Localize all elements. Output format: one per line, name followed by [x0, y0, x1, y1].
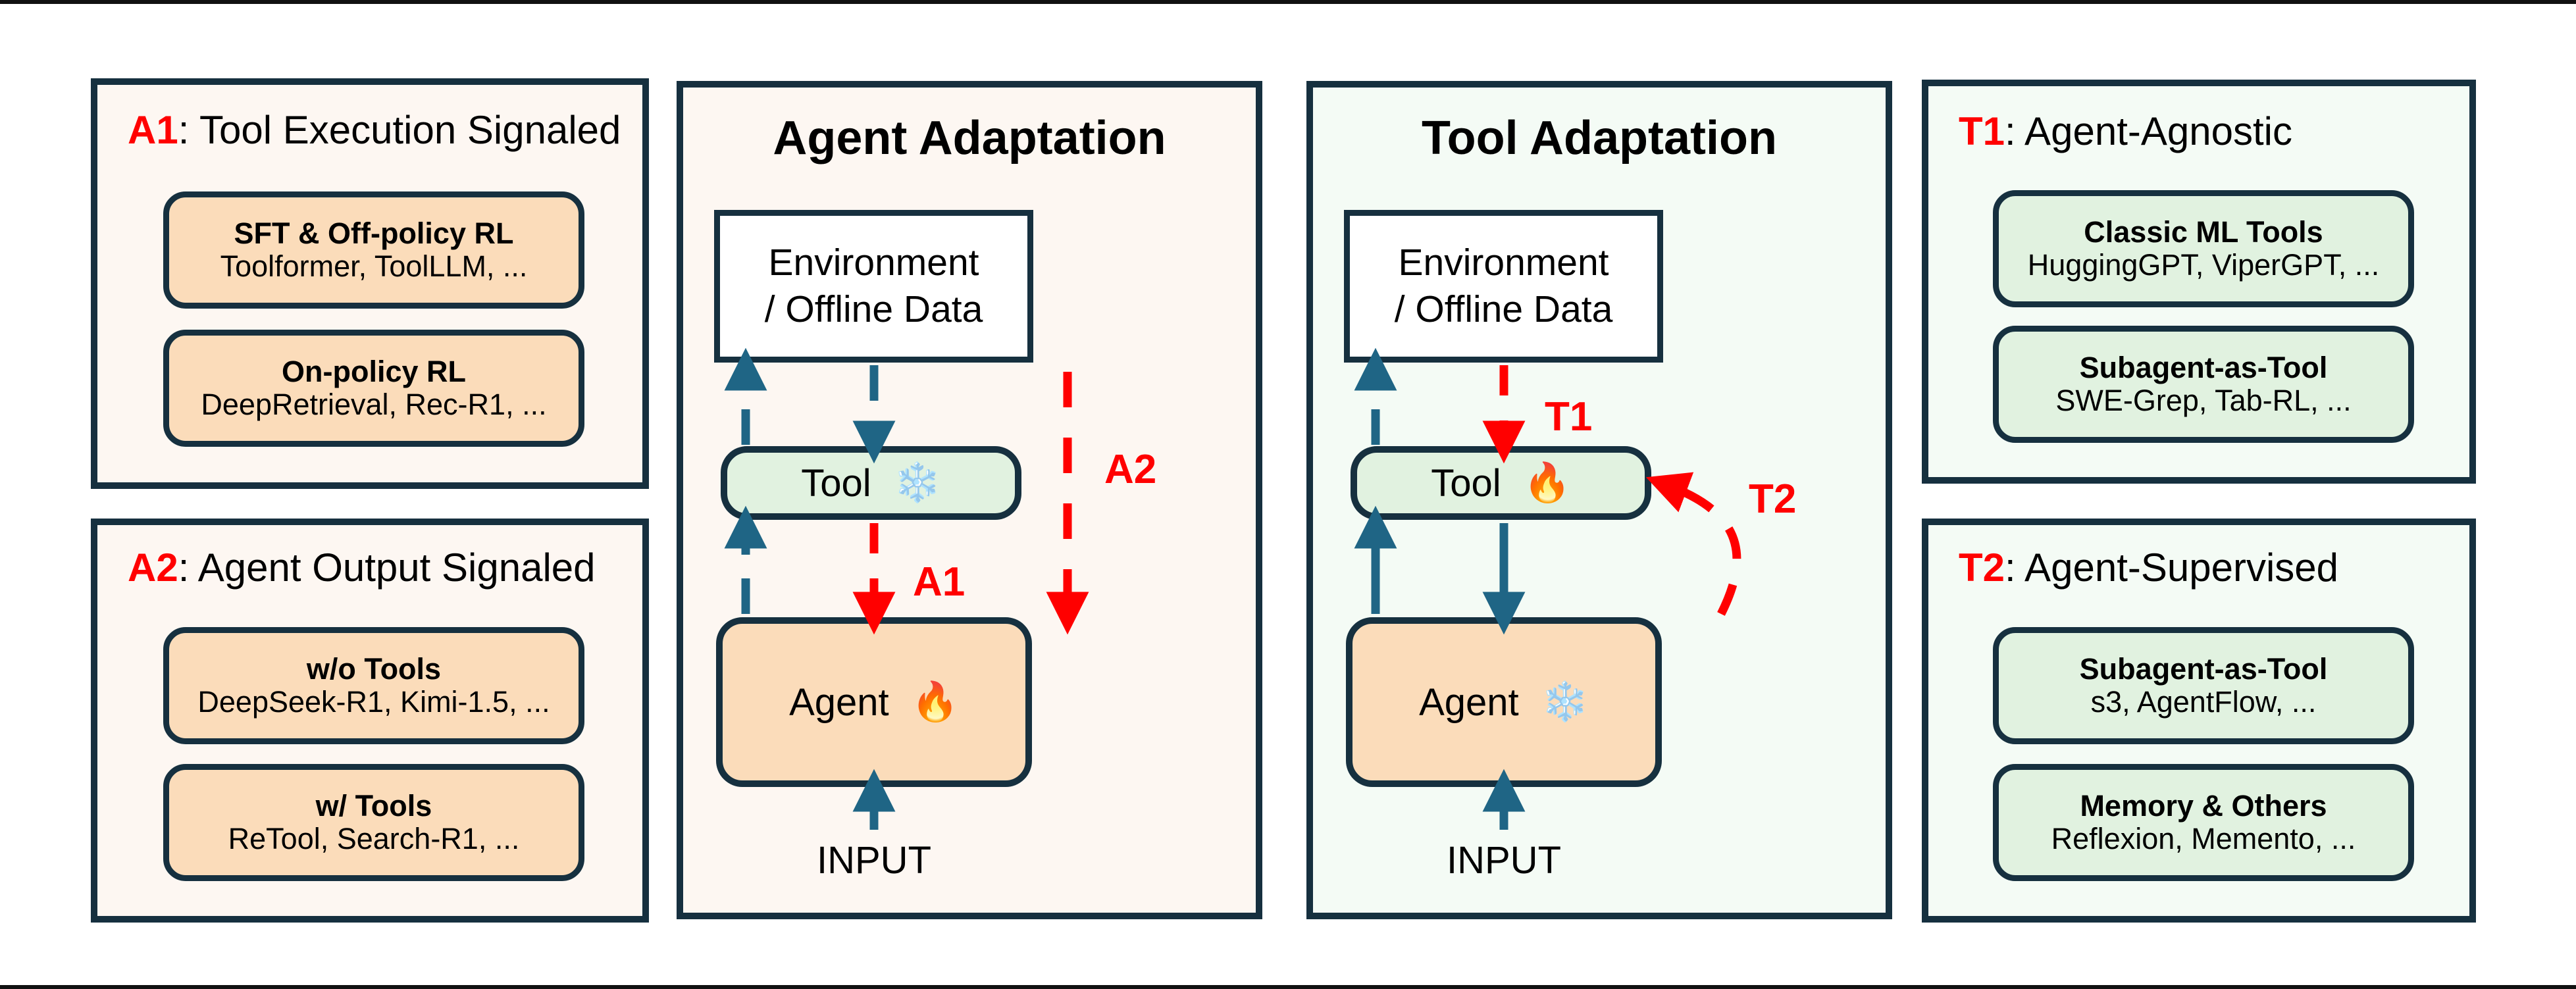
flow-label-t2: T2 [1749, 476, 1797, 522]
card-a2-item-0[interactable]: w/o Tools DeepSeek-R1, Kimi-1.5, ... [163, 627, 584, 744]
fire-icon: 🔥 [911, 680, 959, 723]
panel-a2: A2: Agent Output Signaled w/o Tools Deep… [91, 519, 649, 923]
panel-a2-code: A2 [128, 545, 178, 590]
tool-node-label: Tool [1431, 461, 1501, 505]
card-examples: SWE-Grep, Tab-RL, ... [2055, 384, 2352, 417]
environment-line-2: / Offline Data [764, 288, 983, 330]
arrow-t2-agent-to-tool [1645, 472, 1741, 616]
panel-t1-code: T1 [1959, 109, 2005, 153]
card-title: Subagent-as-Tool [2079, 651, 2328, 686]
card-examples: s3, AgentFlow, ... [2090, 685, 2317, 719]
card-title: Classic ML Tools [2084, 215, 2323, 249]
card-examples: DeepRetrieval, Rec-R1, ... [201, 388, 547, 421]
snowflake-icon: ❄️ [893, 461, 941, 504]
environment-line-1: Environment [1398, 241, 1609, 284]
card-examples: Toolformer, ToolLLM, ... [220, 249, 528, 283]
panel-a1-title: A1: Tool Execution Signaled [128, 107, 621, 153]
card-t1-item-0[interactable]: Classic ML Tools HuggingGPT, ViperGPT, .… [1993, 190, 2414, 307]
panel-t1: T1: Agent-Agnostic Classic ML Tools Hugg… [1922, 80, 2476, 484]
tool-node-label: Tool [801, 461, 871, 505]
card-title: SFT & Off-policy RL [234, 216, 514, 250]
card-examples: DeepSeek-R1, Kimi-1.5, ... [197, 685, 550, 719]
panel-a2-title: A2: Agent Output Signaled [128, 545, 596, 590]
panel-a1-code: A1 [128, 108, 178, 152]
agent-node-label: Agent [1419, 680, 1519, 724]
panel-a1-title-rest: : Tool Execution Signaled [178, 108, 621, 152]
card-title: On-policy RL [282, 354, 466, 388]
tool-adaptation-title: Tool Adaptation [1422, 112, 1777, 165]
input-label-tool-panel: INPUT [1447, 839, 1561, 882]
agent-node-label: Agent [789, 680, 889, 724]
environment-box-tool: Environment / Offline Data [1344, 210, 1663, 363]
card-title: Memory & Others [2080, 788, 2327, 823]
card-a2-item-1[interactable]: w/ Tools ReTool, Search-R1, ... [163, 764, 584, 881]
flow-label-t1: T1 [1545, 394, 1593, 440]
card-title: w/o Tools [306, 651, 442, 686]
panel-t1-title: T1: Agent-Agnostic [1959, 109, 2292, 154]
card-a1-item-0[interactable]: SFT & Off-policy RL Toolformer, ToolLLM,… [163, 191, 584, 309]
input-label-agent-panel: INPUT [817, 839, 931, 882]
card-a1-item-1[interactable]: On-policy RL DeepRetrieval, Rec-R1, ... [163, 330, 584, 447]
agent-node-agent-panel[interactable]: Agent 🔥 [716, 617, 1032, 787]
card-t1-item-1[interactable]: Subagent-as-Tool SWE-Grep, Tab-RL, ... [1993, 326, 2414, 443]
panel-tool-adaptation: Tool Adaptation Environment / Offline Da… [1306, 81, 1892, 919]
card-examples: ReTool, Search-R1, ... [228, 822, 520, 855]
flow-label-a2: A2 [1104, 447, 1157, 492]
fire-icon: 🔥 [1523, 461, 1571, 504]
snowflake-icon: ❄️ [1541, 680, 1589, 723]
panel-t2-title: T2: Agent-Supervised [1959, 545, 2338, 590]
tool-node-tool-panel[interactable]: Tool 🔥 [1351, 446, 1651, 520]
panel-agent-adaptation: Agent Adaptation Environment / Offline D… [677, 81, 1262, 919]
card-examples: Reflexion, Memento, ... [2051, 822, 2356, 855]
panel-a2-title-rest: : Agent Output Signaled [178, 545, 596, 590]
agent-adaptation-title: Agent Adaptation [773, 112, 1166, 165]
card-examples: HuggingGPT, ViperGPT, ... [2027, 248, 2380, 282]
card-t2-item-1[interactable]: Memory & Others Reflexion, Memento, ... [1993, 764, 2414, 881]
environment-box-agent: Environment / Offline Data [714, 210, 1033, 363]
panel-t2-title-rest: : Agent-Supervised [2005, 545, 2339, 590]
environment-line-1: Environment [768, 241, 979, 284]
card-t2-item-0[interactable]: Subagent-as-Tool s3, AgentFlow, ... [1993, 627, 2414, 744]
card-title: Subagent-as-Tool [2079, 350, 2328, 384]
agent-panel-arrows [724, 347, 1089, 830]
panel-a1: A1: Tool Execution Signaled SFT & Off-po… [91, 78, 649, 489]
flow-label-a1: A1 [913, 559, 966, 605]
environment-line-2: / Offline Data [1394, 288, 1613, 330]
tool-panel-arrows [1354, 347, 1741, 830]
card-title: w/ Tools [315, 788, 432, 823]
panel-t2-code: T2 [1959, 545, 2005, 590]
panel-t2: T2: Agent-Supervised Subagent-as-Tool s3… [1922, 519, 2476, 923]
panel-t1-title-rest: : Agent-Agnostic [2005, 109, 2292, 153]
